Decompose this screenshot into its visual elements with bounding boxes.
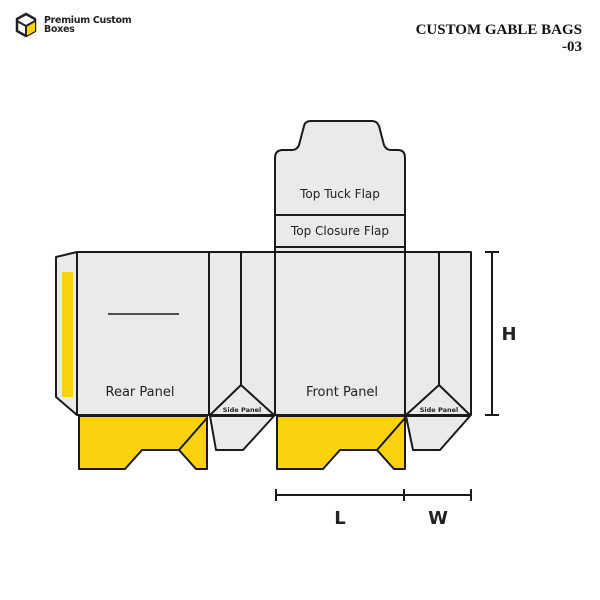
brand-line-2: Boxes	[44, 24, 75, 35]
top-closure-flap	[274, 214, 406, 253]
side-bottom-flap-right	[405, 415, 471, 451]
side-panel-right-label: Side Panel	[420, 406, 458, 414]
top-closure-flap-label: Top Closure Flap	[290, 224, 389, 238]
side-panel-left-label: Side Panel	[223, 406, 261, 414]
top-tuck-flap-label: Top Tuck Flap	[299, 187, 380, 201]
brand-line-1: Premium Custom	[44, 15, 132, 26]
length-width-dimension	[275, 489, 472, 501]
title-line-2: -03	[562, 39, 582, 55]
rear-panel-label: Rear Panel	[106, 385, 175, 400]
brand-logo: Premium Custom Boxes	[14, 12, 132, 38]
length-label: L	[334, 508, 345, 529]
page-title: CUSTOM GABLE BAGS -03	[416, 22, 582, 56]
side-bottom-flap-left	[209, 415, 275, 451]
glue-strip	[62, 272, 73, 397]
title-line-1: CUSTOM GABLE BAGS	[415, 22, 582, 38]
width-label: W	[428, 508, 448, 529]
top-tuck-flap	[274, 120, 406, 216]
height-label: H	[501, 324, 516, 345]
front-bottom-flap	[276, 415, 406, 470]
brand-name: Premium Custom Boxes	[44, 15, 132, 35]
height-dimension	[485, 251, 499, 416]
rear-bottom-flap	[78, 415, 208, 470]
box-logo-icon	[15, 12, 37, 38]
front-panel-label: Front Panel	[306, 385, 378, 400]
